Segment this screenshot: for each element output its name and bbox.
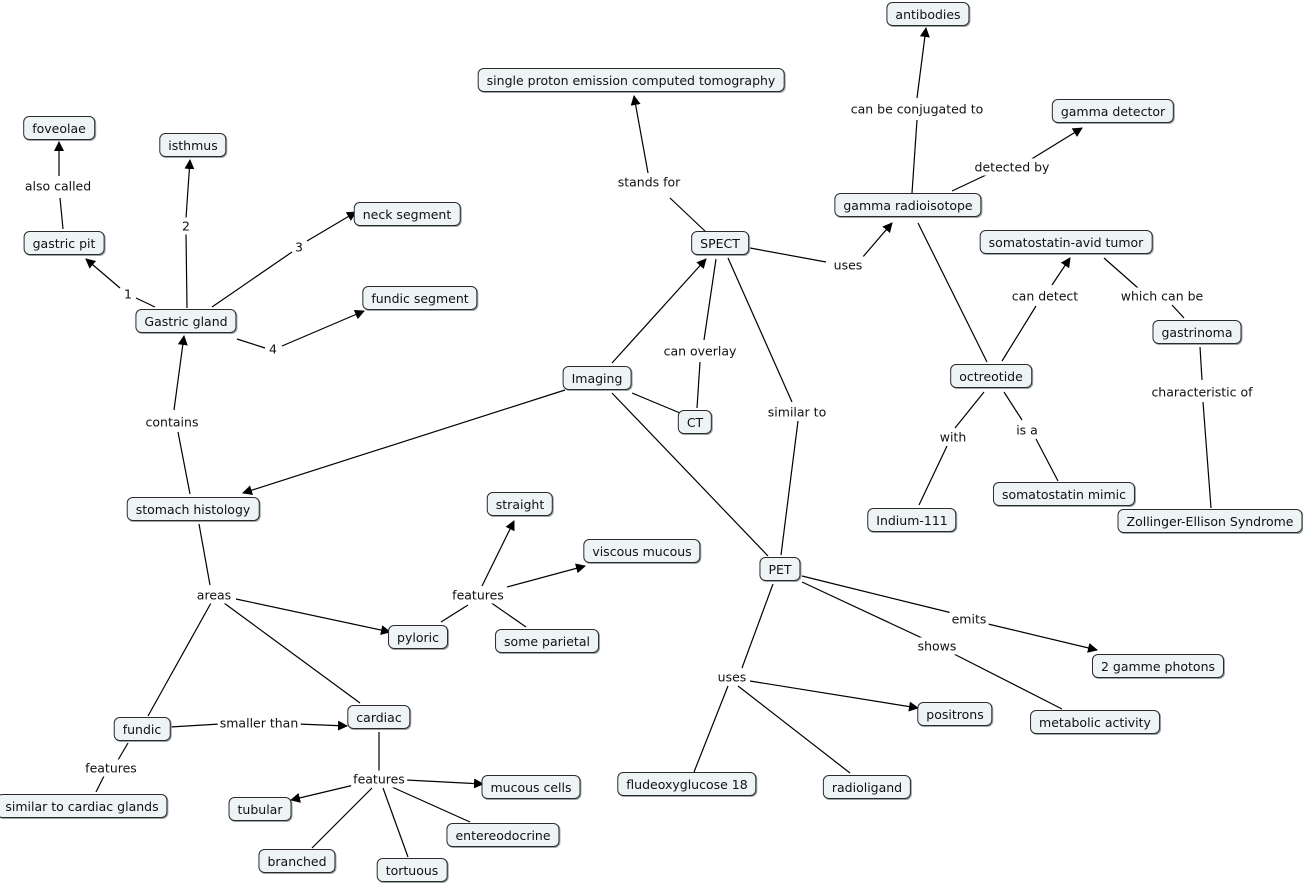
- concept-indium-111[interactable]: Indium-111: [867, 508, 957, 532]
- link-is-a: is a: [1014, 421, 1040, 439]
- concept-mucous-cells[interactable]: mucous cells: [481, 775, 581, 799]
- concept-similar-to-cardiac-glands[interactable]: similar to cardiac glands: [0, 794, 168, 818]
- link-uses-pet: uses: [715, 668, 749, 686]
- concept-positrons[interactable]: positrons: [917, 702, 993, 726]
- link-features-fundic: features: [83, 759, 139, 777]
- link-4: 4: [267, 340, 279, 358]
- link-3: 3: [293, 238, 305, 256]
- concept-tubular[interactable]: tubular: [228, 797, 292, 821]
- concept-stomach-histology[interactable]: stomach histology: [126, 497, 260, 521]
- concept-cardiac[interactable]: cardiac: [347, 705, 411, 729]
- link-features-pyloric: features: [450, 586, 506, 604]
- concept-branched[interactable]: branched: [258, 849, 336, 873]
- concept-somatostatin-mimic[interactable]: somatostatin mimic: [992, 482, 1136, 506]
- link-smaller-than: smaller than: [217, 714, 301, 732]
- link-characteristic-of: characteristic of: [1149, 383, 1255, 401]
- concept-neck-segment[interactable]: neck segment: [353, 202, 461, 226]
- concept-fludeoxyglucose-18[interactable]: fludeoxyglucose 18: [617, 772, 757, 796]
- concept-pyloric[interactable]: pyloric: [388, 625, 448, 649]
- link-which-can-be: which can be: [1118, 287, 1206, 305]
- concept-gastrinoma[interactable]: gastrinoma: [1152, 320, 1242, 344]
- concept-fundic[interactable]: fundic: [113, 717, 171, 741]
- link-detected-by: detected by: [972, 158, 1052, 176]
- concept-metabolic-activity[interactable]: metabolic activity: [1030, 710, 1160, 734]
- concept-foveolae[interactable]: foveolae: [23, 116, 95, 140]
- link-contains: contains: [143, 413, 201, 431]
- concept-antibodies[interactable]: antibodies: [886, 2, 970, 26]
- link-similar-to: similar to: [765, 403, 829, 421]
- concept-gamma-radioisotope[interactable]: gamma radioisotope: [834, 193, 982, 217]
- link-uses-spect: uses: [831, 256, 865, 274]
- link-can-detect: can detect: [1009, 287, 1081, 305]
- concept-2-gamme-photons[interactable]: 2 gamme photons: [1091, 654, 1225, 678]
- concept-straight[interactable]: straight: [486, 492, 554, 516]
- concept-viscous-mucous[interactable]: viscous mucous: [583, 539, 701, 563]
- concept-gastric-gland[interactable]: Gastric gland: [135, 309, 237, 333]
- link-shows: shows: [915, 637, 959, 655]
- link-with: with: [937, 428, 969, 446]
- concept-imaging[interactable]: Imaging: [562, 366, 632, 390]
- link-emits: emits: [949, 610, 989, 628]
- concept-gastric-pit[interactable]: gastric pit: [23, 231, 105, 255]
- concept-somatostatin-avid-tumor[interactable]: somatostatin-avid tumor: [979, 230, 1153, 254]
- link-2: 2: [180, 217, 192, 235]
- concept-entereodocrine[interactable]: entereodocrine: [446, 823, 560, 847]
- concept-octreotide[interactable]: octreotide: [950, 364, 1032, 388]
- concept-spect-full-name[interactable]: single proton emission computed tomograp…: [477, 68, 785, 92]
- link-also-called: also called: [22, 177, 94, 195]
- concept-zollinger-ellison[interactable]: Zollinger-Ellison Syndrome: [1117, 509, 1303, 533]
- link-stands-for: stands for: [615, 173, 683, 191]
- link-can-be-conjugated-to: can be conjugated to: [848, 100, 986, 118]
- link-can-overlay: can overlay: [661, 342, 739, 360]
- concept-tortuous[interactable]: tortuous: [376, 858, 448, 882]
- link-1: 1: [122, 285, 134, 303]
- concept-some-parietal[interactable]: some parietal: [495, 629, 599, 653]
- concept-gamma-detector[interactable]: gamma detector: [1051, 99, 1175, 123]
- concept-radioligand[interactable]: radioligand: [822, 775, 912, 799]
- concept-isthmus[interactable]: isthmus: [159, 133, 227, 157]
- concept-pet[interactable]: PET: [759, 557, 801, 581]
- concept-ct[interactable]: CT: [677, 410, 713, 434]
- concept-fundic-segment[interactable]: fundic segment: [362, 286, 478, 310]
- link-features-cardiac: features: [351, 770, 407, 788]
- link-areas: areas: [194, 586, 234, 604]
- concept-spect[interactable]: SPECT: [691, 231, 749, 255]
